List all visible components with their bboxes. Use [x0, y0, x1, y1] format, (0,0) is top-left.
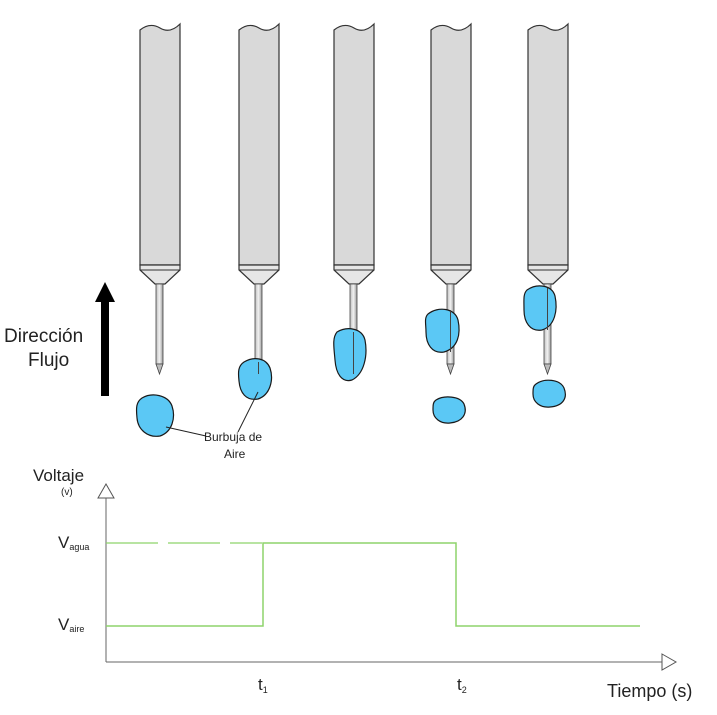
probe-1 [139, 22, 181, 376]
air-bubble-4a [424, 308, 460, 353]
x-axis-arrowhead [661, 653, 678, 671]
flow-label-line1: Dirección [4, 326, 83, 347]
probe-tip [527, 264, 569, 285]
t2-main: t [457, 675, 462, 694]
probe-needle [155, 283, 164, 365]
probe-tip [333, 264, 375, 285]
air-bubble-1 [135, 394, 175, 437]
air-bubble-5a [523, 285, 557, 331]
probe-needle [254, 283, 263, 365]
probe-2 [238, 22, 280, 376]
probe-body [527, 22, 569, 266]
bubble-leader-line [165, 426, 207, 437]
t2-label: t2 [457, 675, 467, 695]
bubble-leader-line-2 [237, 391, 259, 433]
air-bubble-2 [237, 358, 273, 400]
flow-direction-arrow [95, 282, 115, 396]
probe-tip [238, 264, 280, 285]
t1-main: t [258, 675, 263, 694]
v-air-label: Vaire [58, 615, 84, 634]
probe-body [430, 22, 472, 266]
t2-sub: 2 [462, 685, 467, 695]
probe-body [139, 22, 181, 266]
probe-tip [430, 264, 472, 285]
probe-body [333, 22, 375, 266]
air-bubble-5b [532, 379, 566, 408]
t1-sub: 1 [263, 685, 268, 695]
voltage-graph: Voltaje (v) Tiempo (s) Vagua Vaire t1 t2 [33, 466, 692, 701]
v-water-sub: agua [69, 542, 89, 552]
y-axis-unit: (v) [61, 487, 73, 498]
probe-3 [333, 22, 375, 376]
v-water-main: V [58, 533, 70, 552]
y-axis-arrowhead [97, 482, 115, 499]
bubble-label-line2: Aire [224, 447, 246, 461]
v-air-main: V [58, 615, 70, 634]
air-bubble-4b [432, 396, 466, 424]
v-air-sub: aire [69, 624, 84, 634]
voltage-signal-line [106, 542, 640, 627]
v-water-label: Vagua [58, 533, 89, 552]
t1-label: t1 [258, 675, 268, 695]
x-axis-title: Tiempo (s) [607, 681, 692, 701]
air-bubble-3 [333, 328, 367, 382]
probe-tip [139, 264, 181, 285]
probe-body [238, 22, 280, 266]
flow-label-line2: Flujo [28, 350, 69, 371]
y-axis-title: Voltaje [33, 466, 84, 485]
bubble-label-line1: Burbuja de [204, 430, 262, 444]
